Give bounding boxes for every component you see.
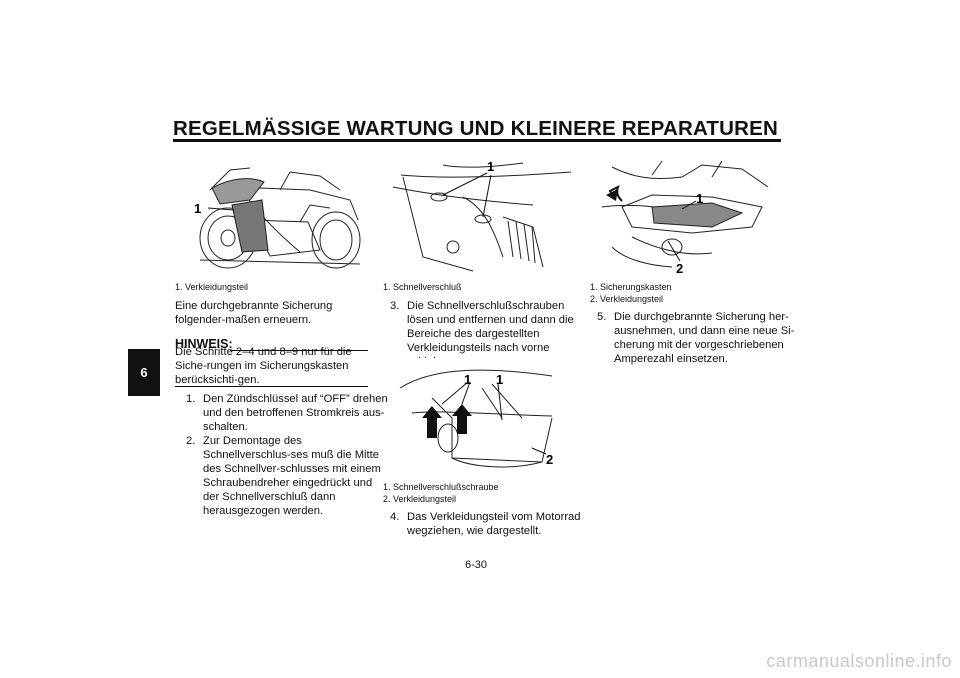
- note-rule-top: [230, 350, 368, 351]
- figure-callout: 1: [496, 372, 503, 387]
- step-text: Die durchgebrannte Sicherung her-ausnehm…: [614, 311, 795, 365]
- intro-text: Eine durchgebrannte Sicherung folgender-…: [175, 300, 333, 326]
- step-item: 4. Das Verkleidungsteil vom Motorrad weg…: [390, 510, 594, 542]
- figure-callout: 1: [487, 159, 494, 174]
- chapter-tab: 6: [128, 349, 160, 396]
- figure-caption: 2. Verkleidungsteil: [383, 494, 457, 504]
- note-text: Die Schritte 2–4 und 8–9 nur für die Sic…: [175, 346, 352, 386]
- note-heading: HINWEIS:: [175, 337, 233, 351]
- step-item: 2. Zur Demontage des Schnellverschlus-se…: [186, 434, 390, 517]
- step-text: Den Zündschlüssel auf “OFF” drehen und d…: [203, 393, 388, 433]
- step-number: 4.: [390, 511, 400, 523]
- step-text: Das Verkleidungsteil vom Motorrad wegzie…: [407, 511, 581, 537]
- page-title: REGELMÄSSIGE WARTUNG UND KLEINERE REPARA…: [173, 117, 779, 140]
- figure-caption: 1. Schnellverschlußschraube: [383, 482, 499, 492]
- figure-caption: 1. Verkleidungsteil: [175, 282, 249, 292]
- step-number: 1.: [186, 393, 196, 405]
- figure-callout: 2: [546, 452, 553, 467]
- figure-quick-fastener: 1: [383, 157, 575, 275]
- note-rule-bottom: [175, 386, 368, 387]
- step-item: 3. Die Schnellverschlußschrauben lösen u…: [390, 299, 594, 368]
- step-number: 5.: [597, 311, 607, 323]
- figure-caption: 1. Schnellverschluß: [383, 282, 462, 292]
- figure-caption: 1. Sicherungskasten: [590, 282, 672, 292]
- step-number: 3.: [390, 300, 400, 312]
- figure-callout: 1: [194, 201, 201, 216]
- step-number: 2.: [186, 435, 196, 447]
- page-number: 6-30: [465, 559, 488, 571]
- figure-caption: 2. Verkleidungsteil: [590, 294, 664, 304]
- figure-callout: 2: [676, 261, 683, 275]
- step-text: Zur Demontage des Schnellverschlus-ses m…: [203, 435, 381, 517]
- title-rule: [173, 139, 781, 142]
- figure-callout: 1: [464, 372, 471, 387]
- step-item: 5. Die durchgebrannte Sicherung her-ausn…: [597, 310, 801, 370]
- watermark: carmanualsonline.info: [766, 651, 952, 671]
- figure-fuse-box: 1 2: [592, 157, 774, 275]
- figure-callout: 1: [696, 191, 703, 206]
- step-item: 1. Den Zündschlüssel auf “OFF” drehen un…: [186, 392, 390, 437]
- figure-motorcycle-side: 1: [190, 160, 362, 278]
- figure-fastener-screws: 1 1 2: [392, 358, 560, 476]
